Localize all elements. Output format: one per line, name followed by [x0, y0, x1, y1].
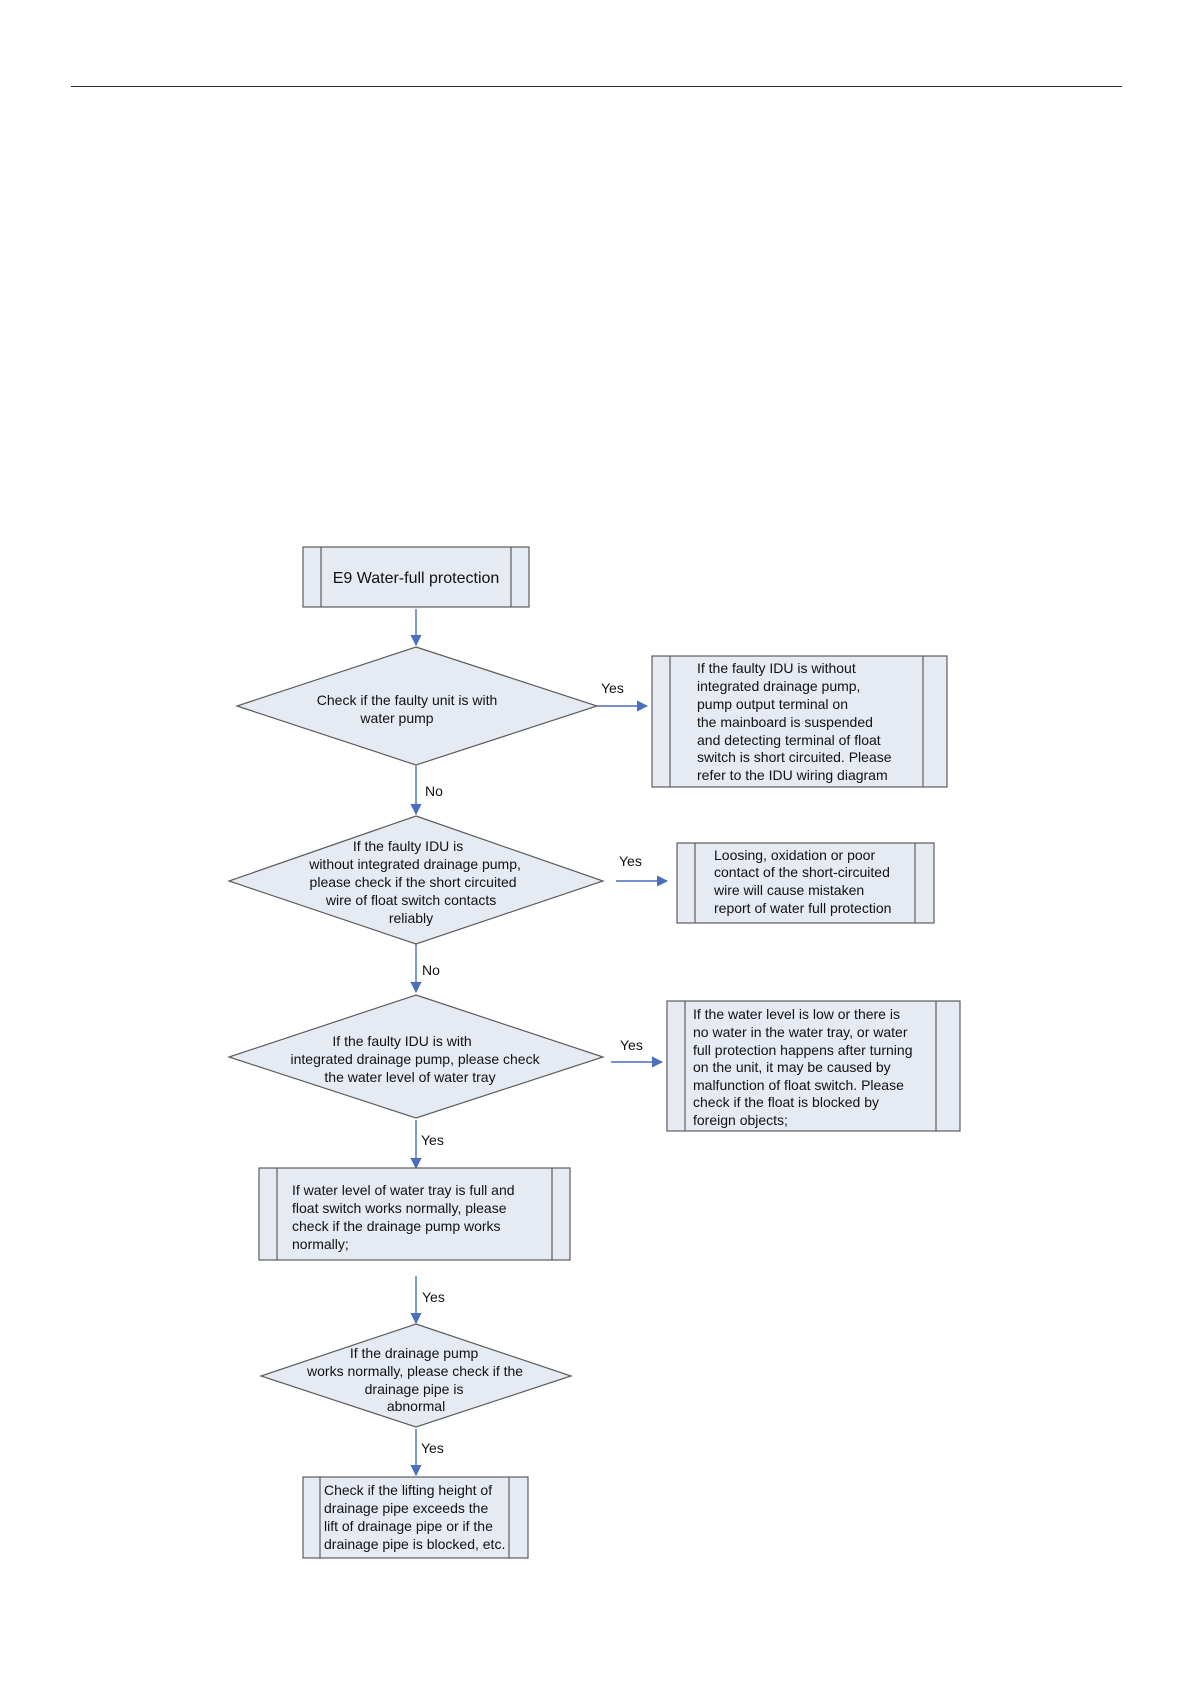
node-r3-line: full protection happens after turning	[693, 1042, 912, 1058]
node-r3-line: If the water level is low or there is	[693, 1006, 900, 1022]
edge-label-p1-yes: Yes	[422, 1289, 445, 1305]
node-r3-line: no water in the water tray, or water	[693, 1024, 908, 1040]
edge-label-d3-yes-down: Yes	[421, 1132, 444, 1148]
node-d4-text: If the drainage pump works normally, ple…	[306, 1345, 527, 1414]
node-d4-line: works normally, please check if the	[306, 1363, 523, 1379]
node-start-text: E9 Water-full protection	[333, 570, 500, 587]
node-r1-line: and detecting terminal of float	[697, 732, 881, 748]
node-d4-line: drainage pipe is	[365, 1381, 464, 1397]
node-p2-text: Check if the lifting height of drainage …	[324, 1482, 505, 1552]
node-p2-line: lift of drainage pipe or if the	[324, 1518, 493, 1534]
edge-label-d3-yes: Yes	[620, 1037, 643, 1053]
node-r2: Loosing, oxidation or poor contact of th…	[676, 842, 935, 924]
node-d1-line: Check if the faulty unit is with	[317, 692, 498, 708]
node-r1-line: the mainboard is suspended	[697, 714, 873, 730]
node-p1-line: normally;	[292, 1236, 349, 1252]
node-p2-line: Check if the lifting height of	[324, 1482, 492, 1498]
node-p1: If water level of water tray is full and…	[258, 1167, 571, 1261]
node-d3-line: If the faulty IDU is with	[332, 1033, 471, 1049]
node-d1-line: water pump	[359, 710, 433, 726]
node-r1-line: refer to the IDU wiring diagram	[697, 767, 888, 783]
node-d4: If the drainage pump works normally, ple…	[259, 1323, 573, 1428]
node-p1-line: check if the drainage pump works	[292, 1218, 501, 1234]
edge-label-d2-no: No	[422, 962, 440, 978]
node-r2-line: contact of the short-circuited	[714, 864, 890, 880]
node-d2-line: please check if the short circuited	[310, 874, 517, 890]
node-d2-line: without integrated drainage pump,	[308, 856, 521, 872]
node-r1: If the faulty IDU is without integrated …	[651, 655, 948, 788]
node-d3-text: If the faulty IDU is with integrated dra…	[291, 1033, 544, 1085]
node-r3-line: check if the float is blocked by	[693, 1094, 879, 1110]
header-rule	[71, 86, 1122, 87]
node-p1-line: If water level of water tray is full and	[292, 1182, 515, 1198]
node-r1-line: pump output terminal on	[697, 696, 848, 712]
node-d2-line: wire of float switch contacts	[325, 892, 496, 908]
node-r2-line: wire will cause mistaken	[713, 882, 864, 898]
node-p1-line: float switch works normally, please	[292, 1200, 507, 1216]
node-d4-line: abnormal	[387, 1398, 445, 1414]
node-d3: If the faulty IDU is with integrated dra…	[227, 994, 605, 1119]
node-r3-line: on the unit, it may be caused by	[693, 1059, 891, 1075]
node-d1-text: Check if the faulty unit is with water p…	[317, 692, 501, 726]
node-p2-line: drainage pipe is blocked, etc.	[324, 1536, 505, 1552]
node-start-line: E9 Water-full protection	[333, 570, 500, 587]
node-r3: If the water level is low or there is no…	[666, 1000, 961, 1132]
node-r3-line: foreign objects;	[693, 1112, 788, 1128]
edge-label-d1-yes: Yes	[601, 680, 624, 696]
node-r3-line: malfunction of float switch. Please	[693, 1077, 904, 1093]
node-r2-text: Loosing, oxidation or poor contact of th…	[713, 847, 894, 916]
node-r3-text: If the water level is low or there is no…	[693, 1006, 916, 1128]
node-d2-line: If the faulty IDU is	[353, 838, 463, 854]
edges: Yes No Yes No Yes Yes Yes Yes	[410, 609, 669, 1477]
node-d1: Check if the faulty unit is with water p…	[235, 646, 599, 766]
node-start: E9 Water-full protection	[302, 546, 530, 608]
node-r1-text: If the faulty IDU is without integrated …	[697, 660, 895, 783]
node-p2-line: drainage pipe exceeds the	[324, 1500, 488, 1516]
node-d2-line: reliably	[389, 910, 433, 926]
edge-label-d2-yes: Yes	[619, 853, 642, 869]
node-d4-line: If the drainage pump	[350, 1345, 479, 1361]
node-d2: If the faulty IDU is without integrated …	[227, 815, 605, 945]
node-r1-line: switch is short circuited. Please	[697, 749, 892, 765]
node-r1-line: If the faulty IDU is without	[697, 660, 856, 676]
node-r2-line: Loosing, oxidation or poor	[714, 847, 875, 863]
node-d3-line: integrated drainage pump, please check	[291, 1051, 541, 1067]
node-r2-line: report of water full protection	[714, 900, 891, 916]
node-r1-line: integrated drainage pump,	[697, 678, 860, 694]
node-p2: Check if the lifting height of drainage …	[302, 1476, 529, 1559]
node-d2-text: If the faulty IDU is without integrated …	[308, 838, 525, 926]
node-p1-text: If water level of water tray is full and…	[292, 1182, 518, 1252]
edge-label-d1-no: No	[425, 783, 443, 799]
node-d3-line: the water level of water tray	[324, 1069, 495, 1085]
edge-label-d4-yes: Yes	[421, 1440, 444, 1456]
